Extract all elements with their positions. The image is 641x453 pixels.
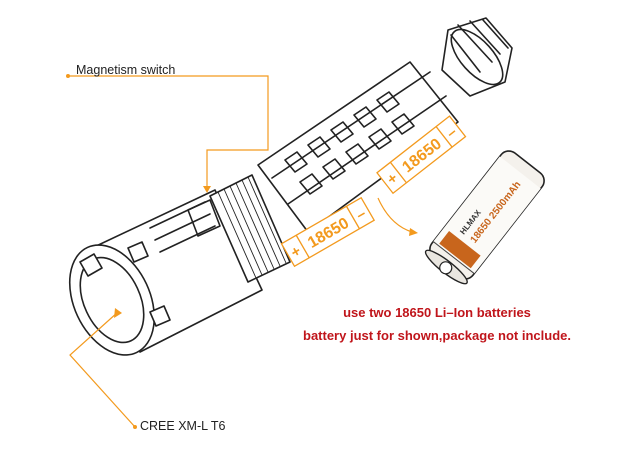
flashlight-head xyxy=(68,174,291,356)
leader-lines xyxy=(68,75,418,428)
battery-band xyxy=(439,231,481,269)
switch-leader-line xyxy=(68,75,269,188)
battery-note-line-1: use two 18650 Li–Ion batteries xyxy=(343,305,531,320)
battery-leader-line xyxy=(377,197,413,233)
battery-terminal xyxy=(439,261,453,275)
switch-leader-dot xyxy=(66,74,70,78)
cree-led-label: CREE XM-L T6 xyxy=(140,419,225,433)
led-arrowhead xyxy=(114,308,122,318)
battery-illustration: HLMAX 18650 2500mAh xyxy=(424,150,545,285)
switch-arrowhead xyxy=(203,186,211,193)
led-leader-line xyxy=(69,311,136,428)
battery-note-line-2: battery just for shown,package not inclu… xyxy=(303,328,571,343)
body-tube xyxy=(257,61,459,233)
magnetism-switch-label: Magnetism switch xyxy=(76,63,175,77)
battery-arrowhead xyxy=(409,228,418,236)
flashlight-illustration xyxy=(68,17,513,356)
tail-cap xyxy=(441,17,513,97)
led-leader-dot xyxy=(133,425,137,429)
battery-label-lower: + 18650 – xyxy=(280,196,376,268)
